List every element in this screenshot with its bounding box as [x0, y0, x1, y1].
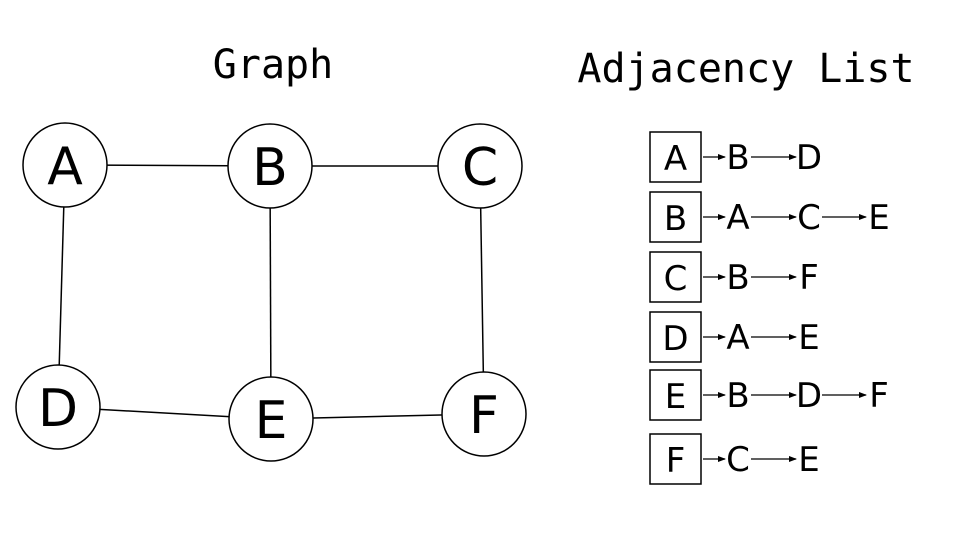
head-label: F: [666, 441, 686, 481]
neighbor-label: E: [798, 318, 819, 358]
node-circle: [437, 123, 523, 209]
neighbor-label: C: [797, 198, 821, 238]
node-label: C: [462, 138, 498, 198]
head-box: [649, 311, 702, 363]
neighbor-label: E: [868, 198, 889, 238]
node-d: D: [15, 364, 101, 450]
node-circle: [227, 123, 313, 209]
node-label: D: [38, 379, 78, 439]
node-label: E: [255, 391, 288, 451]
node-circle: [22, 122, 108, 208]
node-label: A: [47, 137, 83, 197]
node-circle: [441, 371, 527, 457]
node-b: B: [227, 123, 313, 209]
neighbor-label: A: [726, 318, 749, 358]
neighbor-label: F: [869, 376, 889, 416]
neighbor-label: E: [798, 440, 819, 480]
graph-title: Graph: [213, 42, 333, 88]
neighbor-label: D: [796, 376, 822, 416]
head-label: D: [662, 319, 688, 359]
head-box: [649, 251, 702, 303]
head-label: A: [664, 139, 687, 179]
node-circle: [228, 376, 314, 462]
neighbor-label: A: [726, 198, 749, 238]
neighbor-label: C: [726, 440, 750, 480]
neighbor-label: D: [796, 138, 822, 178]
graph-nodes: A B C D E F: [15, 122, 527, 462]
node-a: A: [22, 122, 108, 208]
node-circle: [15, 364, 101, 450]
neighbor-label: B: [726, 258, 749, 298]
adjacency-list-title: Adjacency List: [577, 46, 914, 92]
node-label: F: [469, 386, 499, 446]
node-c: C: [437, 123, 523, 209]
node-f: F: [441, 371, 527, 457]
head-label: C: [664, 259, 688, 299]
node-e: E: [228, 376, 314, 462]
head-box: [649, 191, 702, 243]
neighbor-label: B: [726, 138, 749, 178]
head-label: B: [664, 199, 687, 239]
head-box: [649, 433, 702, 485]
node-label: B: [252, 138, 288, 198]
head-label: E: [665, 377, 686, 417]
head-box: [649, 131, 702, 183]
head-box: [649, 369, 702, 421]
neighbor-label: B: [726, 376, 749, 416]
neighbor-label: F: [799, 258, 819, 298]
